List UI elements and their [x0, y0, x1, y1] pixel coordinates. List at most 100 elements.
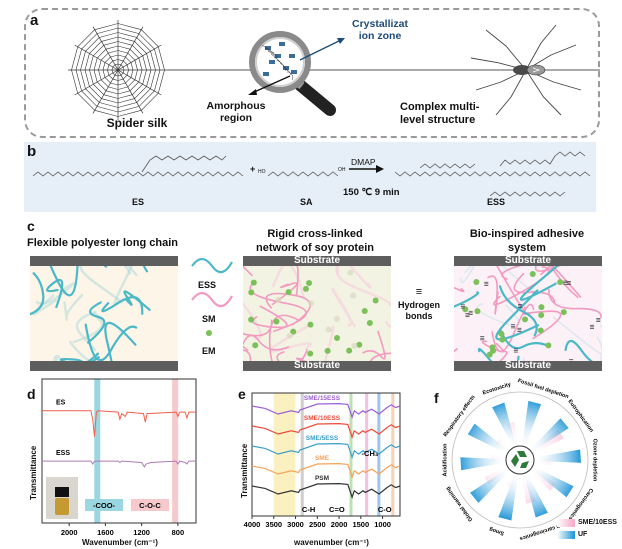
crystal-arrow	[299, 38, 345, 61]
crystal-domains	[261, 42, 297, 81]
faint-chain	[385, 321, 391, 328]
em-crosslink-dot	[285, 289, 292, 296]
series-ess	[42, 460, 196, 468]
band-rect	[300, 393, 304, 516]
hbond-mark	[563, 280, 568, 285]
ess-label: ESS	[487, 197, 506, 207]
faint-chain	[552, 316, 602, 356]
bar-uf	[467, 423, 509, 454]
em-crosslink-dot	[538, 304, 545, 311]
series-es	[42, 410, 196, 437]
amorphous-chain	[264, 47, 277, 56]
series-label-ess: ESS	[56, 450, 70, 457]
sm-chain	[487, 350, 508, 368]
em-crosslink-dot	[306, 279, 313, 286]
x-tick-label: 2500	[309, 520, 326, 529]
web-spoke	[74, 44, 119, 71]
panel-d-letter: d	[27, 386, 36, 402]
hbond-mark	[590, 324, 595, 329]
hbond-mark	[596, 317, 601, 322]
em-legend-label: EM	[202, 346, 216, 356]
crystal-domain	[275, 54, 281, 58]
faint-chain	[596, 336, 602, 365]
band-label: C-O	[378, 505, 392, 514]
series-psm	[251, 482, 401, 500]
em-crosslink-dot	[486, 351, 493, 358]
legend-swatch-sme-10ess	[557, 519, 575, 527]
faint-chain	[331, 288, 356, 328]
series-label: SME/5ESS	[306, 435, 339, 442]
amorphous-chain	[288, 71, 294, 81]
sm-network	[243, 256, 391, 368]
hbond-mark	[513, 348, 518, 353]
em-crosslink-dot	[334, 335, 341, 342]
sa-oh-label: OH	[338, 167, 346, 173]
panel-e-letter: e	[238, 386, 246, 402]
series-sme-10ess	[251, 422, 401, 440]
legend-swatch-uf	[557, 531, 575, 539]
bar-sme-10ess	[530, 468, 557, 491]
em-crosslink-dot	[366, 319, 373, 326]
web-ring	[111, 63, 125, 77]
em-crosslink-dot	[498, 330, 505, 337]
x-tick-label: 800	[172, 528, 185, 537]
bar-uf	[522, 400, 542, 446]
faint-chain	[271, 262, 305, 297]
em-crosslink-dot	[545, 342, 552, 349]
rigid-title-line-1: Rigid cross-linked	[267, 228, 363, 240]
web-spoke	[117, 26, 144, 71]
faint-dot	[351, 342, 358, 349]
em-crosslink-dot	[499, 336, 506, 343]
web-ring	[71, 23, 165, 117]
em-crosslink-dot	[538, 312, 545, 319]
top-substrate-right: Substrate	[454, 256, 602, 266]
hybrid-network	[454, 256, 602, 368]
ess-chain	[77, 352, 100, 368]
outer-ring	[451, 391, 589, 529]
sm-chain	[362, 330, 386, 360]
faint-dot	[307, 300, 314, 307]
hbond-symbol: ≡	[415, 286, 423, 298]
spider-leg	[525, 24, 557, 71]
series-sme	[251, 462, 401, 480]
em-legend-dot	[206, 330, 212, 336]
hbond-mark	[517, 327, 522, 332]
em-crosslink-dot	[346, 347, 353, 354]
web-spoke	[117, 69, 162, 96]
chart-e-xlabel: wavenumber (cm⁻¹)	[294, 538, 369, 547]
panel-a-letter: a	[30, 12, 39, 29]
reaction-scheme	[32, 151, 591, 197]
vial-cap	[55, 487, 69, 497]
sa-structure	[267, 171, 339, 177]
em-crosslink-dot	[529, 270, 536, 277]
series-label: PSM	[315, 475, 329, 482]
amorphous-chain	[267, 50, 279, 58]
ess-chain	[87, 301, 106, 344]
bar-uf	[492, 402, 517, 447]
sa-label: SA	[300, 197, 313, 207]
web-ring	[102, 54, 134, 86]
crystal-domain	[269, 60, 275, 64]
web-spoke	[74, 69, 119, 96]
faint-chain	[72, 312, 104, 344]
amorphous-chain	[261, 44, 275, 54]
faint-dot	[350, 292, 357, 299]
web-spoke	[92, 26, 119, 71]
bar-uf	[460, 457, 506, 471]
faint-chain	[115, 256, 138, 277]
crystal-line-1: Crystallizat	[351, 18, 409, 30]
faint-dot	[286, 332, 293, 339]
crystal-domain	[291, 70, 297, 74]
hbond-mark	[465, 313, 470, 318]
es-label: ES	[132, 197, 145, 207]
catalyst-label: DMAP	[351, 157, 376, 167]
chart-d-ylabel: Transmittance	[29, 445, 38, 500]
x-tick-label: 1500	[352, 520, 369, 529]
spider-leg	[495, 69, 527, 116]
faint-chain	[321, 325, 335, 368]
bar-uf	[530, 418, 569, 452]
bar-uf	[531, 466, 574, 498]
